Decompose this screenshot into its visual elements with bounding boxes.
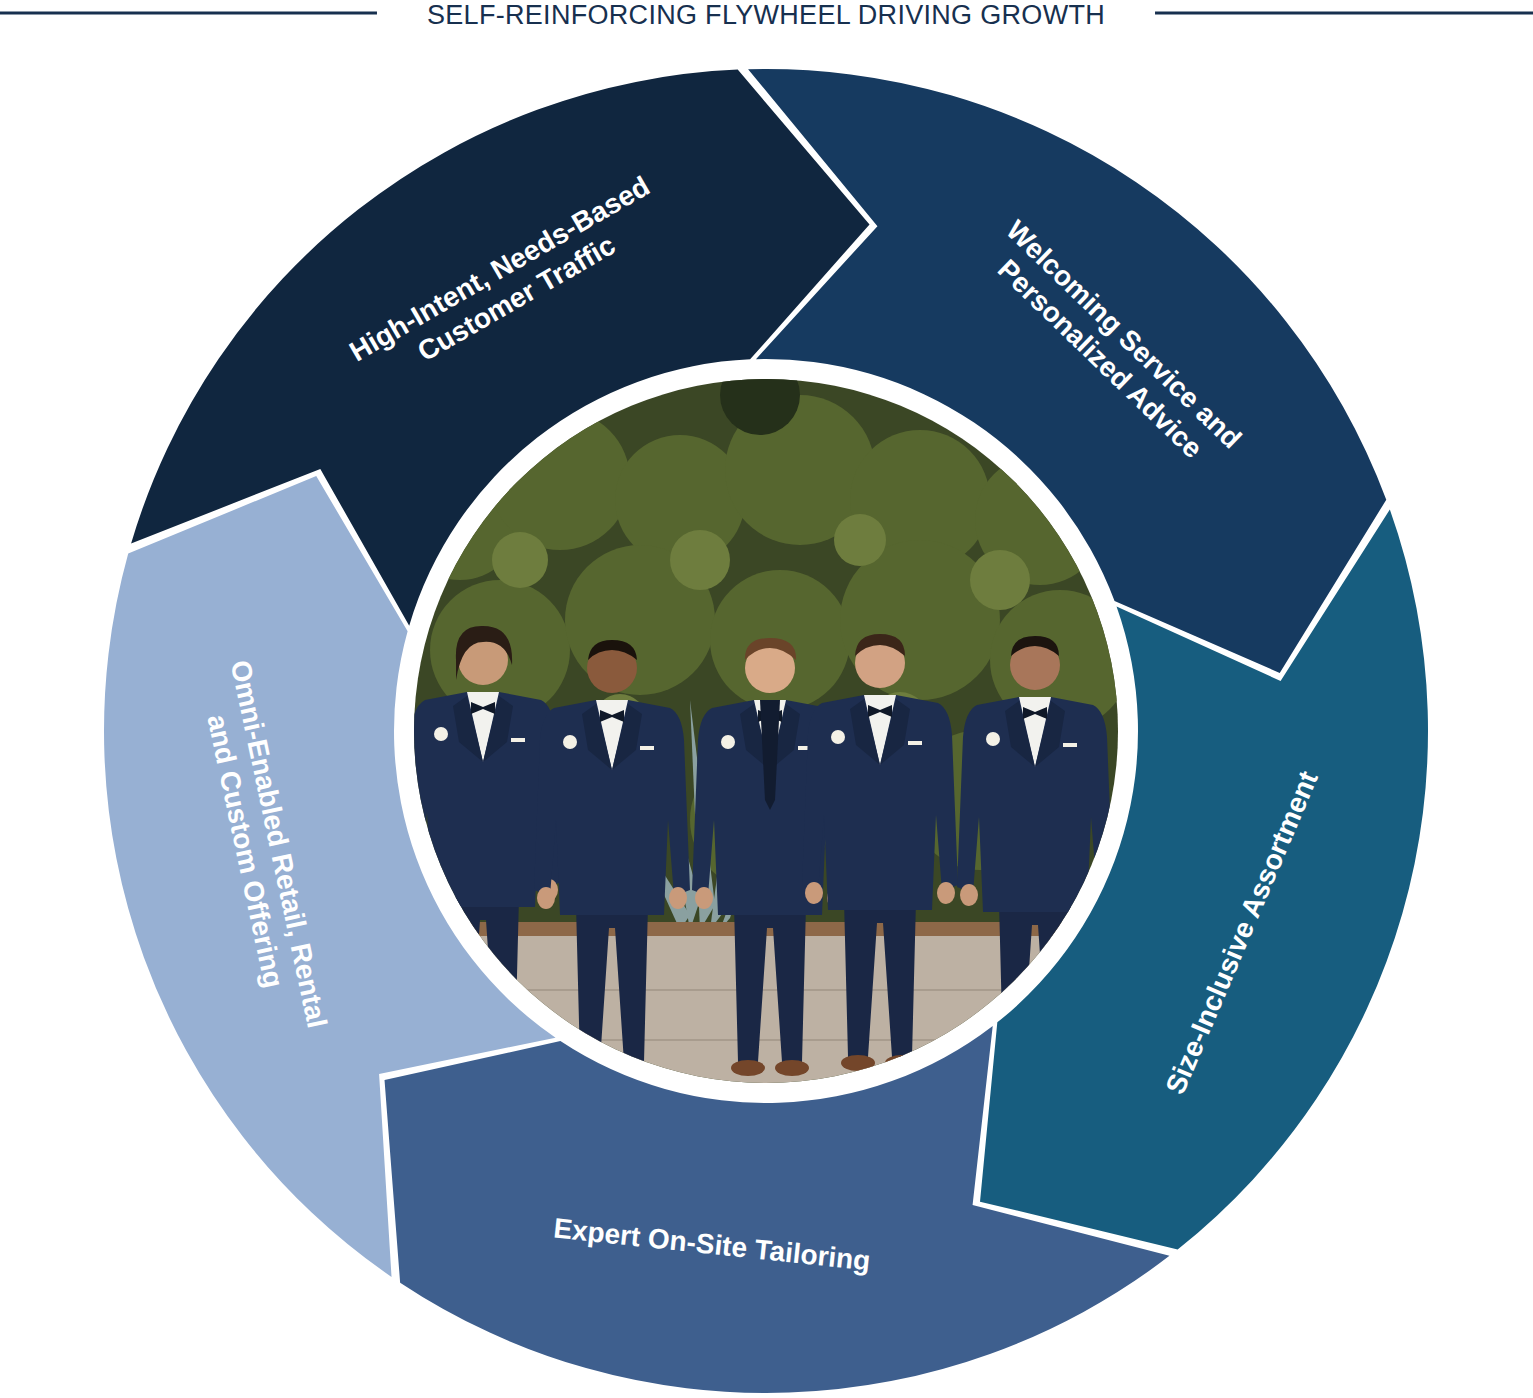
flywheel-segment: Omni-Enabled Retail, Rental and Custom O… <box>102 474 558 1279</box>
arrow-segment-shape <box>104 476 556 1277</box>
flywheel-segment: Size-Inclusive Assortment <box>977 507 1430 1252</box>
arrow-segment-shape <box>980 509 1428 1249</box>
title-rule <box>0 12 377 15</box>
diagram-title: SELF-REINFORCING FLYWHEEL DRIVING GROWTH <box>427 0 1105 30</box>
flywheel-segment: Expert On-Site Tailoring <box>382 1023 1172 1395</box>
arrow-segment-shape <box>385 1026 1170 1393</box>
segment-outline <box>746 67 1389 675</box>
hedge-ground <box>400 370 1140 1100</box>
segment-outline <box>382 1023 1172 1395</box>
groomsman <box>802 634 958 1071</box>
flywheel-segment: Welcoming Service and Personalized Advic… <box>746 67 1389 675</box>
arrow-segment-shape <box>748 69 1386 673</box>
groomsman <box>534 640 690 1076</box>
title-rule <box>1155 12 1533 15</box>
segment-outline <box>102 474 558 1279</box>
segment-outline <box>977 507 1430 1252</box>
